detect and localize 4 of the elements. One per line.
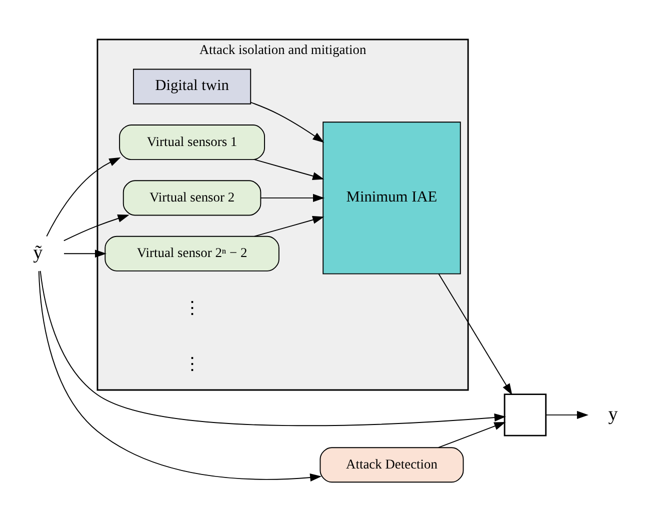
node-text: ỹ — [33, 242, 43, 264]
label: ⋮ — [184, 298, 201, 318]
node-text: y — [608, 404, 618, 425]
label: ⋮ — [184, 354, 201, 374]
